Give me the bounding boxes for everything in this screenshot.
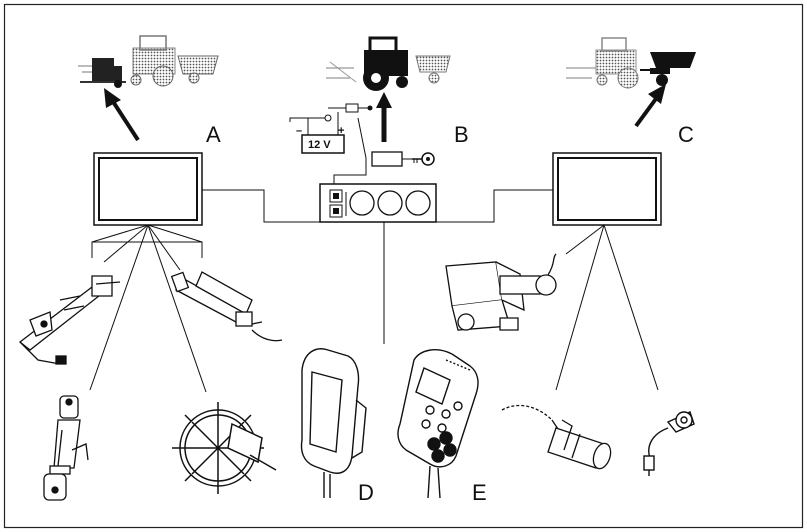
control-box-c bbox=[553, 153, 661, 225]
tractor-c-icon bbox=[566, 38, 696, 88]
gearbox-sensor-icon bbox=[446, 254, 556, 330]
display-terminal-icon bbox=[302, 349, 367, 498]
hitch-lever-icon bbox=[20, 276, 120, 364]
battery-label: 12 V bbox=[308, 139, 331, 151]
central-hub bbox=[320, 184, 436, 222]
arrow-a bbox=[104, 88, 138, 140]
label-b: B bbox=[454, 122, 469, 147]
battery-plus: + bbox=[338, 125, 344, 137]
battery-circuit: 12 V – + bbox=[290, 104, 434, 184]
label-a: A bbox=[206, 122, 221, 147]
label-e: E bbox=[472, 480, 487, 505]
arrow-b bbox=[376, 92, 392, 142]
hydraulic-cylinder-icon bbox=[44, 396, 88, 500]
linear-actuator-icon bbox=[172, 272, 282, 341]
label-c: C bbox=[678, 122, 694, 147]
battery-minus: – bbox=[296, 125, 302, 137]
handheld-controller-icon bbox=[398, 350, 478, 498]
tractor-b-icon bbox=[326, 38, 450, 91]
speed-sensor-icon bbox=[644, 412, 694, 476]
key-icon bbox=[412, 153, 434, 165]
arrow-c bbox=[636, 84, 666, 126]
key-switch-icon bbox=[372, 152, 402, 166]
control-box-a bbox=[94, 153, 202, 225]
spiked-wheel-icon bbox=[172, 402, 276, 494]
label-d: D bbox=[358, 480, 374, 505]
proximity-sensor-icon bbox=[502, 405, 614, 470]
tractor-a-icon bbox=[78, 36, 218, 88]
